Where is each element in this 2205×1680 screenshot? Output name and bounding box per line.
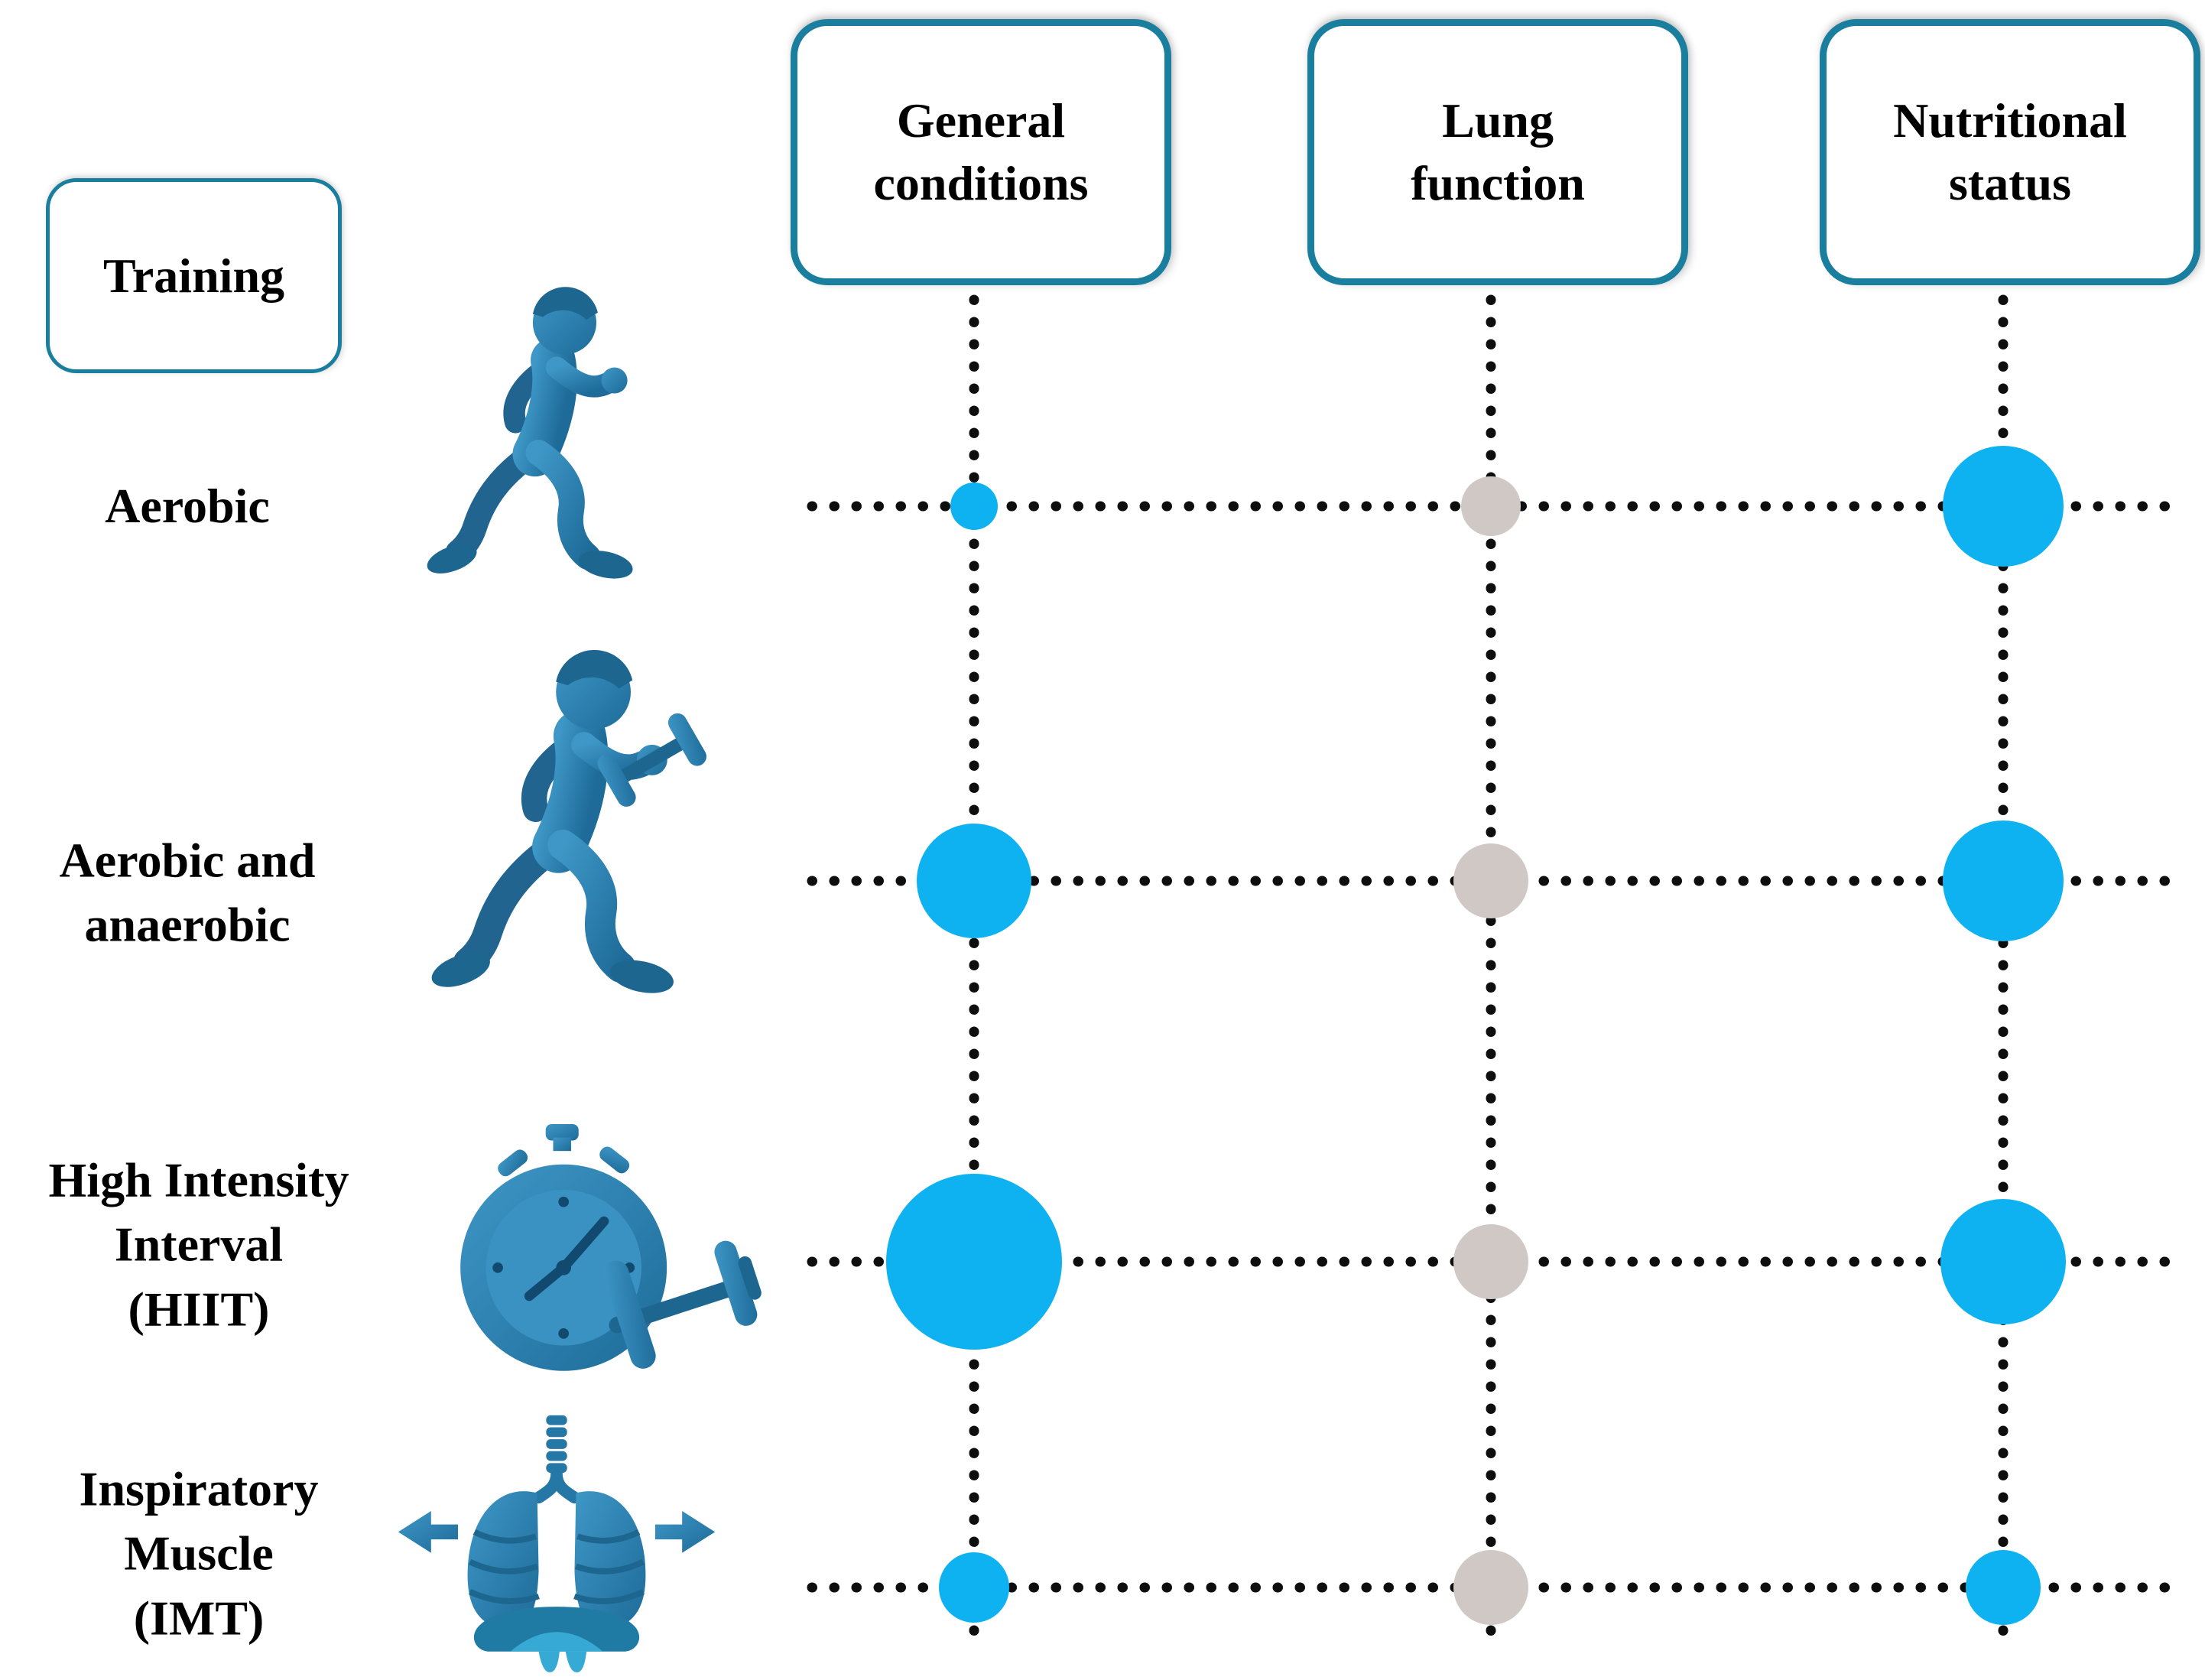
column-label-general-conditions: General conditions [873, 93, 1089, 210]
running-boy-dumbbell-icon [401, 643, 707, 1017]
bubble-aerobic-general-conditions [950, 483, 998, 530]
row-label-aerobic: Aerobic [105, 478, 270, 533]
bubble-aerobic-anaerobic-general-conditions [917, 824, 1031, 938]
bubble-aerobic-nutritional-status [1943, 446, 2064, 567]
row-label-hiit: High Intensity Interval (HIIT) [48, 1152, 349, 1337]
bubble-imt-general-conditions [939, 1552, 1009, 1623]
bubble-hiit-general-conditions [886, 1174, 1062, 1350]
bubble-hiit-lung-function [1453, 1224, 1528, 1299]
bubble-aerobic-lung-function [1461, 476, 1521, 536]
column-box-nutritional-status: Nutritional status [1820, 19, 2200, 285]
bubble-aerobic-anaerobic-nutritional-status [1943, 821, 2064, 941]
stopwatch-dumbbell-icon [432, 1118, 776, 1402]
column-label-nutritional-status: Nutritional status [1893, 93, 2127, 210]
column-box-general-conditions: General conditions [791, 19, 1171, 285]
bubble-aerobic-anaerobic-lung-function [1453, 843, 1528, 918]
row-label-imt: Inspiratory Muscle (IMT) [79, 1461, 319, 1646]
column-label-lung-function: Lung function [1411, 93, 1585, 210]
row-label-aerobic-anaerobic: Aerobic and anaerobic [59, 833, 316, 952]
bubble-imt-lung-function [1453, 1550, 1528, 1625]
bubble-imt-nutritional-status [1966, 1550, 2041, 1625]
bubble-hiit-nutritional-status [1940, 1199, 2066, 1324]
training-box: Training [46, 178, 342, 373]
column-box-lung-function: Lung function [1307, 19, 1688, 285]
training-label: Training [102, 248, 285, 303]
running-boy-icon [401, 281, 661, 599]
lungs-diaphragm-icon [392, 1412, 721, 1674]
